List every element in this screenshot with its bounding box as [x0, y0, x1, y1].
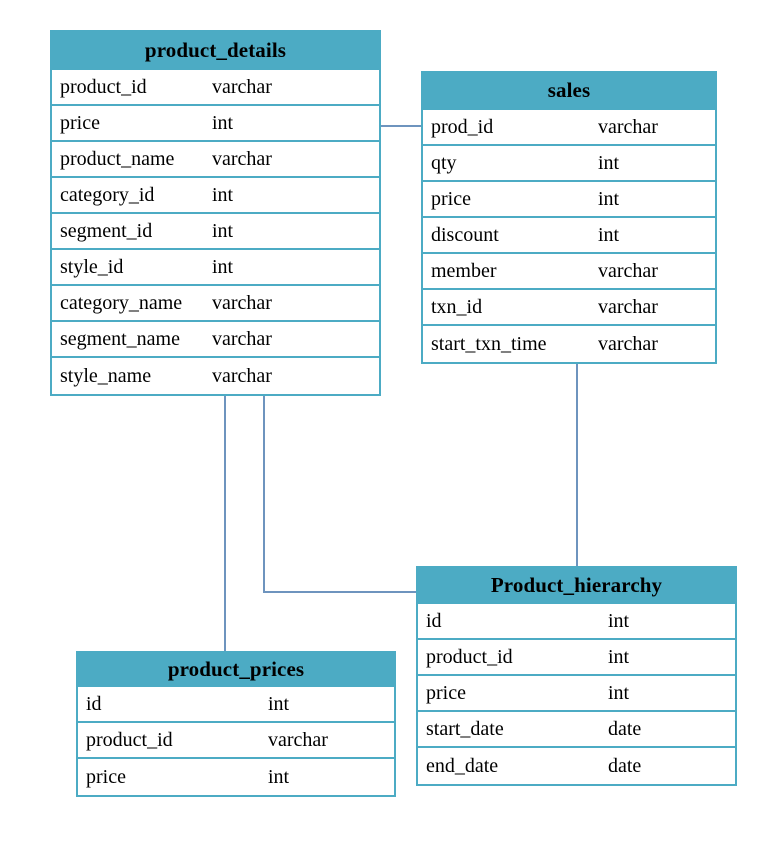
column-name: style_name	[60, 364, 152, 387]
column-type: int	[212, 255, 234, 278]
column-name: member	[431, 259, 497, 282]
column-type: varchar	[212, 147, 272, 170]
column-name: prod_id	[431, 115, 494, 138]
column-name: start_txn_time	[431, 332, 547, 355]
column-name: qty	[431, 151, 457, 174]
column-name: category_id	[60, 183, 155, 206]
column-row[interactable]: category_name varchar	[52, 286, 379, 322]
column-name: product_id	[426, 645, 513, 668]
column-row[interactable]: price int	[423, 182, 715, 218]
column-row[interactable]: member varchar	[423, 254, 715, 290]
column-type: varchar	[212, 364, 272, 387]
column-type: int	[212, 219, 234, 242]
column-name: start_date	[426, 717, 504, 740]
column-name: end_date	[426, 754, 499, 777]
column-type: int	[598, 187, 620, 210]
column-row[interactable]: category_id int	[52, 178, 379, 214]
column-type: int	[268, 692, 290, 715]
column-name: product_id	[86, 728, 173, 751]
column-type: date	[608, 754, 642, 777]
column-name: style_id	[60, 255, 124, 278]
column-row[interactable]: qty int	[423, 146, 715, 182]
column-type: int	[598, 151, 620, 174]
column-row[interactable]: product_name varchar	[52, 142, 379, 178]
column-name: product_id	[60, 75, 147, 98]
column-name: product_name	[60, 147, 175, 170]
column-row[interactable]: product_id varchar	[52, 70, 379, 106]
entity-table-product-prices[interactable]: product_prices id int product_id varchar…	[76, 651, 396, 797]
entity-columns-product-prices: id int product_id varchar price int	[76, 687, 396, 797]
column-type: int	[268, 765, 290, 788]
entity-title-product-prices: product_prices	[76, 651, 396, 687]
column-type: varchar	[212, 291, 272, 314]
column-row[interactable]: price int	[78, 759, 394, 795]
column-type: int	[212, 111, 234, 134]
column-type: varchar	[598, 295, 658, 318]
column-name: id	[86, 692, 102, 715]
column-name: price	[431, 187, 471, 210]
column-name: discount	[431, 223, 499, 246]
column-name: price	[426, 681, 466, 704]
column-type: varchar	[598, 332, 658, 355]
column-row[interactable]: start_date date	[418, 712, 735, 748]
column-row[interactable]: product_id int	[418, 640, 735, 676]
column-type: int	[608, 645, 630, 668]
column-type: varchar	[212, 327, 272, 350]
column-row[interactable]: style_name varchar	[52, 358, 379, 394]
column-name: segment_id	[60, 219, 153, 242]
column-type: varchar	[268, 728, 328, 751]
column-row[interactable]: prod_id varchar	[423, 110, 715, 146]
column-row[interactable]: discount int	[423, 218, 715, 254]
column-type: varchar	[598, 259, 658, 282]
column-row[interactable]: price int	[52, 106, 379, 142]
column-row[interactable]: id int	[78, 687, 394, 723]
column-row[interactable]: segment_name varchar	[52, 322, 379, 358]
entity-columns-product-hierarchy: id int product_id int price int start_da…	[416, 604, 737, 786]
column-type: int	[598, 223, 620, 246]
column-name: segment_name	[60, 327, 180, 350]
column-row[interactable]: segment_id int	[52, 214, 379, 250]
column-name: txn_id	[431, 295, 483, 318]
entity-table-product-details[interactable]: product_details product_id varchar price…	[50, 30, 381, 396]
column-type: varchar	[598, 115, 658, 138]
column-type: int	[212, 183, 234, 206]
column-name: id	[426, 609, 442, 632]
column-row[interactable]: product_id varchar	[78, 723, 394, 759]
entity-table-sales[interactable]: sales prod_id varchar qty int price int …	[421, 71, 717, 364]
connector-product-details-to-product-hierarchy	[263, 393, 416, 593]
column-type: int	[608, 609, 630, 632]
column-row[interactable]: start_txn_time varchar	[423, 326, 715, 362]
entity-columns-product-details: product_id varchar price int product_nam…	[50, 70, 381, 396]
entity-title-product-hierarchy: Product_hierarchy	[416, 566, 737, 604]
column-name: price	[60, 111, 100, 134]
column-row[interactable]: txn_id varchar	[423, 290, 715, 326]
column-row[interactable]: end_date date	[418, 748, 735, 784]
column-name: category_name	[60, 291, 183, 314]
column-row[interactable]: style_id int	[52, 250, 379, 286]
entity-table-product-hierarchy[interactable]: Product_hierarchy id int product_id int …	[416, 566, 737, 786]
column-row[interactable]: id int	[418, 604, 735, 640]
entity-columns-sales: prod_id varchar qty int price int discou…	[421, 110, 717, 364]
entity-title-product-details: product_details	[50, 30, 381, 70]
column-name: price	[86, 765, 126, 788]
entity-title-sales: sales	[421, 71, 717, 110]
column-type: date	[608, 717, 642, 740]
column-type: varchar	[212, 75, 272, 98]
column-type: int	[608, 681, 630, 704]
column-row[interactable]: price int	[418, 676, 735, 712]
